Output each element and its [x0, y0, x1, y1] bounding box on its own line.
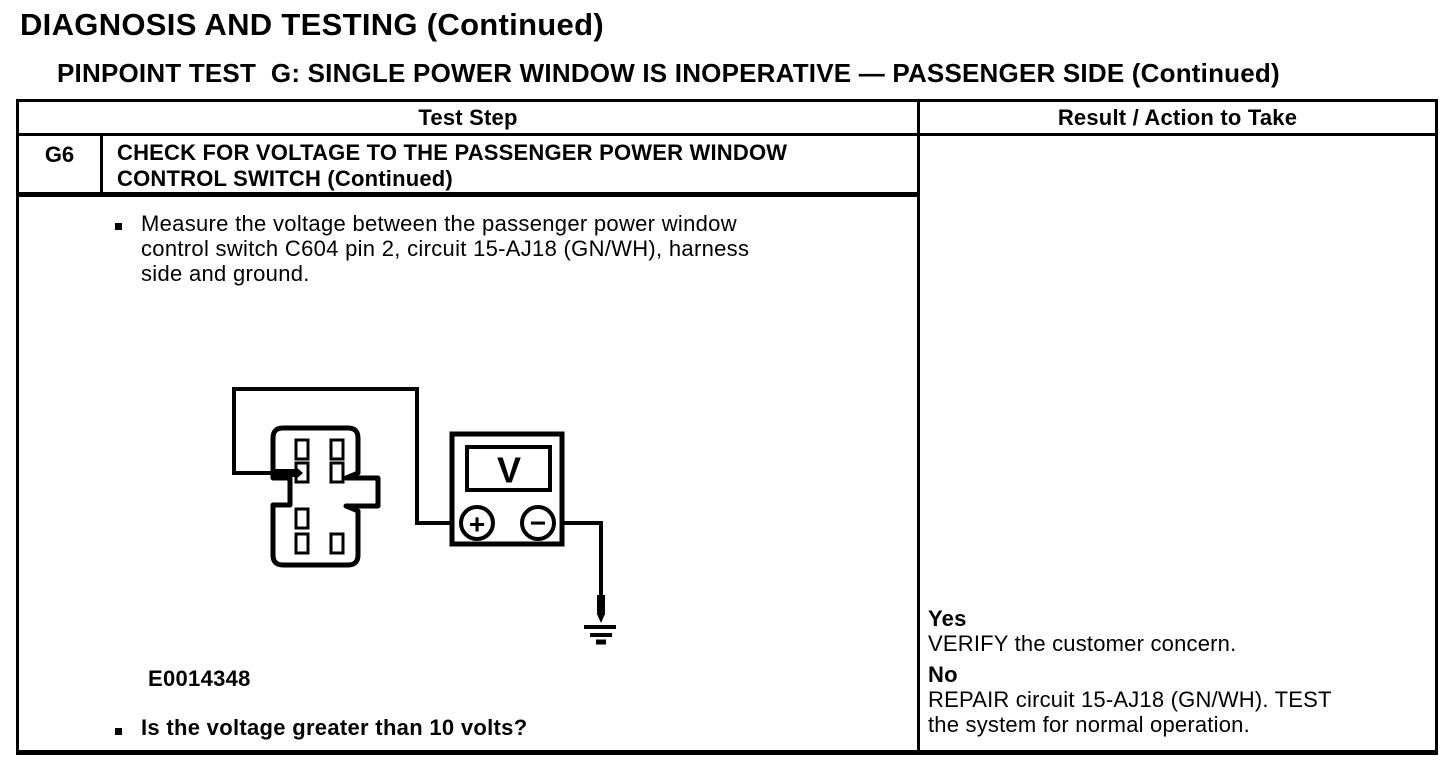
test-lead-wire — [232, 387, 464, 525]
test-probe — [273, 466, 303, 480]
voltmeter-display — [465, 445, 552, 492]
step-body-cell: Measure the voltage between the passenge… — [19, 197, 917, 750]
connector-pin — [329, 461, 345, 484]
connector-pin — [329, 532, 345, 555]
wiring-test-diagram: V + − — [232, 387, 616, 645]
connector-pin — [329, 438, 345, 461]
result-yes-action: VERIFY the customer concern. — [928, 631, 1237, 656]
column-header-result: Result / Action to Take — [1057, 105, 1298, 130]
result-no-action: REPAIR circuit 15-AJ18 (GN/WH). TEST the… — [928, 687, 1332, 737]
step-heading-row: G6 CHECK FOR VOLTAGE TO THE PASSENGER PO… — [19, 136, 917, 197]
result-action-cell: Yes VERIFY the customer concern. No REPA… — [920, 136, 1435, 750]
step-id: G6 — [19, 136, 103, 192]
table-body-row: G6 CHECK FOR VOLTAGE TO THE PASSENGER PO… — [19, 136, 1435, 750]
connector-pin — [294, 507, 310, 530]
connector-pin — [294, 532, 310, 555]
connector-pins — [294, 438, 345, 555]
positive-terminal-icon — [459, 505, 495, 541]
step-heading: CHECK FOR VOLTAGE TO THE PASSENGER POWER… — [117, 140, 788, 191]
step-instruction: Measure the voltage between the passenge… — [141, 211, 750, 286]
ground-probe — [597, 595, 605, 623]
pinpoint-test-table: Test Step Result / Action to Take G6 CHE… — [16, 99, 1438, 755]
result-no-label: No — [928, 662, 958, 687]
page-title: DIAGNOSIS AND TESTING (Continued) — [20, 7, 604, 42]
bullet-icon — [115, 223, 122, 230]
connector-outline — [270, 425, 381, 568]
test-step-column: G6 CHECK FOR VOLTAGE TO THE PASSENGER PO… — [19, 136, 920, 750]
negative-terminal-label: − — [530, 508, 546, 539]
negative-terminal-icon — [520, 505, 556, 541]
figure-id: E0014348 — [148, 666, 251, 691]
connector-pin — [294, 438, 310, 461]
column-header-test-step: Test Step — [19, 102, 920, 133]
bullet-icon — [115, 728, 122, 735]
pinpoint-test-subtitle: PINPOINT TEST G: SINGLE POWER WINDOW IS … — [57, 58, 1280, 88]
result-block: Yes VERIFY the customer concern. No REPA… — [928, 606, 1428, 737]
table-header-row: Test Step Result / Action to Take — [19, 102, 1435, 136]
ground-symbol — [584, 625, 616, 645]
step-question: Is the voltage greater than 10 volts? — [141, 715, 528, 740]
positive-terminal-label: + — [469, 509, 485, 540]
voltmeter-label: V — [497, 450, 521, 491]
result-yes-label: Yes — [928, 606, 967, 631]
